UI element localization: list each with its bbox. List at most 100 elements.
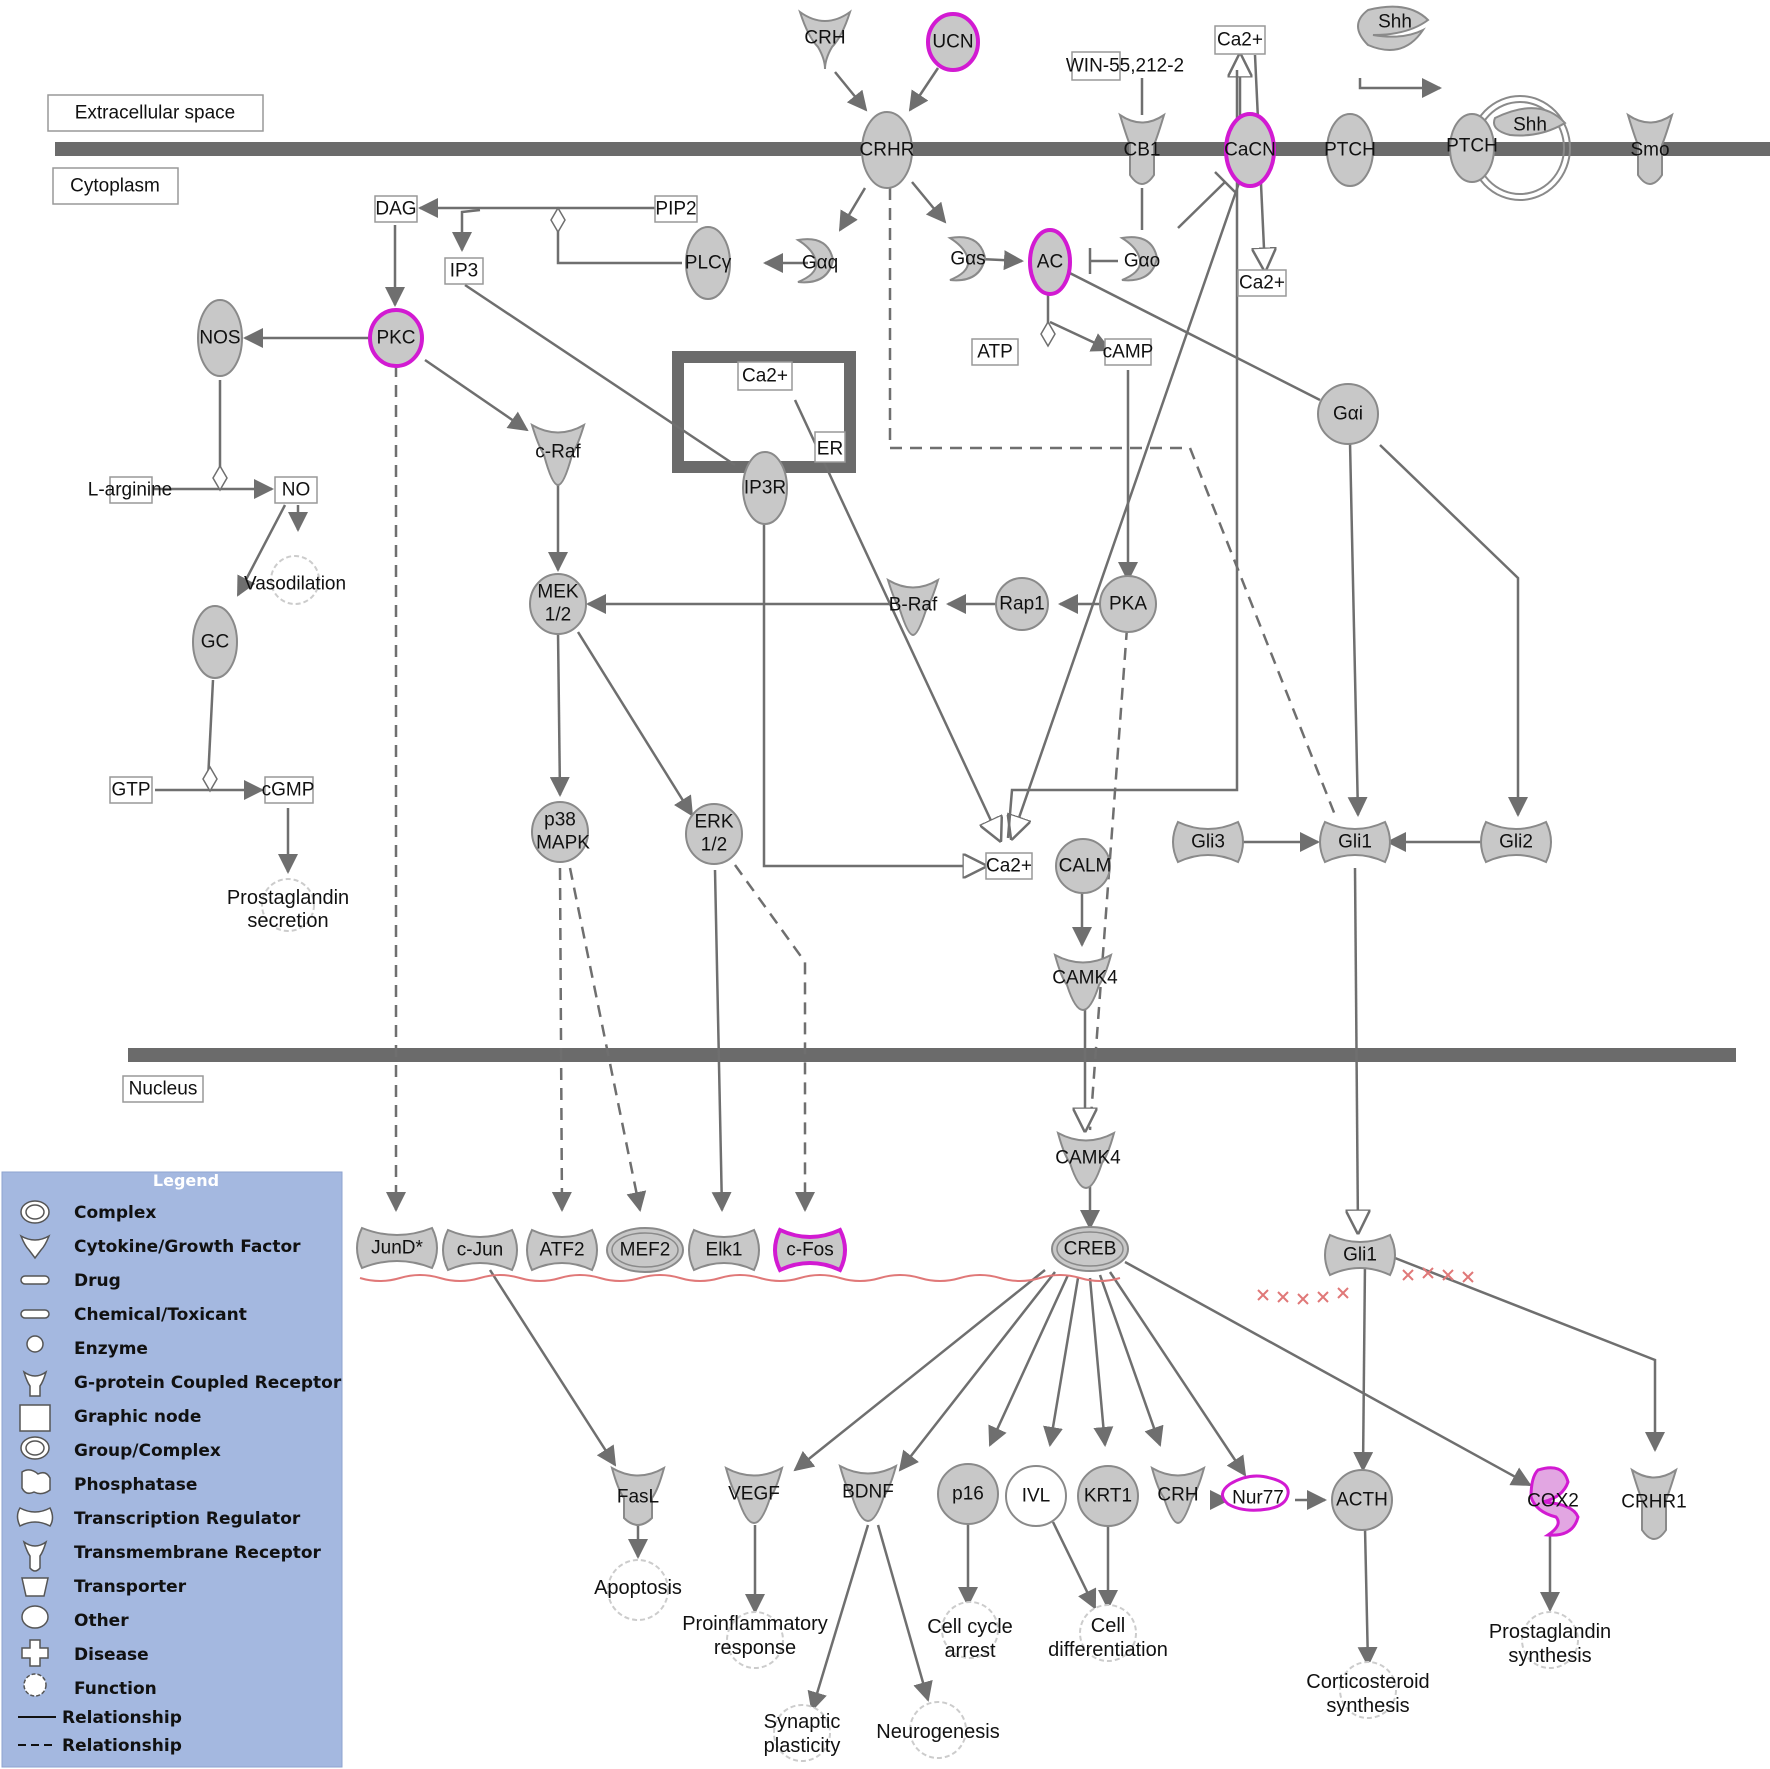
node-elk1[interactable]: Elk1 (688, 1228, 760, 1272)
node-crhr1[interactable]: CRHR1 (1621, 1467, 1687, 1540)
node-gas[interactable]: Gαs (947, 236, 987, 282)
legend-panel (1, 1171, 343, 1768)
camp-label: cAMP (1103, 342, 1154, 363)
node-gtp[interactable]: GTP (109, 776, 153, 804)
node-ac[interactable]: AC (1028, 228, 1072, 296)
node-crhr[interactable]: CRHR (860, 111, 915, 189)
camk4-nuc-label: CAMK4 (1055, 1148, 1121, 1169)
node-dag[interactable]: DAG (374, 195, 418, 223)
rap1-label: Rap1 (999, 594, 1044, 615)
node-gaq[interactable]: Gαq (795, 238, 838, 284)
node-nos[interactable]: NOS (197, 299, 243, 377)
fasl-label: FasL (617, 1487, 659, 1508)
node-nur77[interactable]: Nur77 (1221, 1474, 1290, 1512)
node-cacn[interactable]: CaCN (1224, 112, 1276, 188)
node-cox2[interactable]: COX2 (1527, 1466, 1580, 1537)
node-camk4-cyto[interactable]: CAMK4 (1052, 953, 1118, 1012)
node-larginine[interactable]: L-arginine (88, 476, 173, 504)
node-ip3r[interactable]: IP3R (742, 451, 788, 525)
node-craf[interactable]: c-Raf (530, 422, 586, 487)
node-win[interactable]: WIN-55,212-2 (1066, 51, 1184, 81)
node-pip2[interactable]: PIP2 (654, 195, 698, 223)
node-acth[interactable]: ACTH (1331, 1469, 1393, 1531)
atf2-label: ATF2 (539, 1240, 584, 1261)
node-gao[interactable]: Gαo (1119, 236, 1160, 282)
complex-inner-icon (25, 1204, 45, 1220)
node-gc[interactable]: GC (192, 605, 238, 679)
node-proinflammatory[interactable]: Proinflammatory response (682, 1611, 828, 1669)
node-creb[interactable]: CREB (1051, 1226, 1129, 1272)
node-krt1[interactable]: KRT1 (1077, 1465, 1139, 1527)
node-ca-er[interactable]: Ca2+ (737, 361, 793, 391)
node-rap1[interactable]: Rap1 (995, 577, 1049, 631)
node-camk4-nuc[interactable]: CAMK4 (1055, 1131, 1121, 1190)
pg-sec-line2: secretion (247, 910, 328, 932)
node-vasodilation[interactable]: Vasodilation (244, 555, 346, 605)
node-braf[interactable]: B-Raf (886, 577, 940, 637)
node-vegf[interactable]: VEGF (724, 1466, 784, 1525)
node-cjun[interactable]: c-Jun (442, 1228, 518, 1272)
node-fasl[interactable]: FasL (610, 1465, 666, 1526)
node-er[interactable]: ER (814, 431, 846, 463)
node-gli2[interactable]: Gli2 (1480, 820, 1552, 864)
node-cell-cycle-arrest[interactable]: Cell cycle arrest (927, 1601, 1013, 1662)
node-no[interactable]: NO (274, 476, 318, 504)
ccarrest-line2: arrest (944, 1640, 996, 1662)
node-apoptosis[interactable]: Apoptosis (594, 1559, 682, 1621)
cgmp-label: cGMP (262, 780, 315, 801)
legend-rel-dashed: Relationship (62, 1736, 182, 1756)
complex-icon (20, 1200, 50, 1224)
node-ca-top[interactable]: Ca2+ (1214, 25, 1266, 55)
node-jund[interactable]: JunD* (356, 1226, 438, 1270)
node-bdnf[interactable]: BDNF (838, 1464, 898, 1523)
node-prostaglandin-synthesis[interactable]: Prostaglandin synthesis (1489, 1611, 1611, 1669)
node-calm[interactable]: CALM (1055, 838, 1111, 894)
node-mek[interactable]: MEK 1/2 (529, 573, 587, 635)
node-gli1-nuc[interactable]: Gli1 (1324, 1233, 1396, 1277)
node-mef2[interactable]: MEF2 (606, 1227, 684, 1273)
node-plcy[interactable]: PLCγ (685, 226, 732, 300)
node-synaptic-plasticity[interactable]: Synaptic plasticity (764, 1704, 841, 1762)
node-p16[interactable]: p16 (937, 1463, 999, 1525)
node-erk[interactable]: ERK 1/2 (685, 803, 743, 865)
node-p38[interactable]: p38 MAPK (531, 801, 590, 863)
node-cell-differentiation[interactable]: Cell differentiation (1048, 1604, 1168, 1662)
node-atf2[interactable]: ATF2 (526, 1228, 598, 1272)
node-gai[interactable]: Gαi (1317, 383, 1379, 445)
cacn-label: CaCN (1224, 140, 1276, 161)
node-ptch1[interactable]: PTCH (1324, 113, 1376, 187)
node-ivl[interactable]: IVL (1005, 1465, 1067, 1527)
node-ucn[interactable]: UCN (926, 12, 980, 72)
node-ca-cacn[interactable]: Ca2+ (1237, 269, 1287, 297)
node-crh-top[interactable]: CRH (798, 9, 852, 70)
node-smo[interactable]: Smo (1626, 112, 1674, 185)
node-gli3[interactable]: Gli3 (1172, 820, 1244, 864)
legend-item-8: Phosphatase (74, 1475, 197, 1495)
node-shh-top[interactable]: Shh (1357, 5, 1430, 51)
node-cfos[interactable]: c-Fos (773, 1227, 847, 1273)
node-neurogenesis[interactable]: Neurogenesis (876, 1701, 1000, 1759)
node-ca-calm[interactable]: Ca2+ (985, 852, 1033, 880)
other-icon (21, 1605, 49, 1629)
node-ip3[interactable]: IP3 (444, 257, 484, 285)
node-atp[interactable]: ATP (971, 338, 1019, 366)
gas-label: Gαs (950, 249, 985, 270)
node-camp[interactable]: cAMP (1103, 338, 1154, 366)
atp-label: ATP (977, 342, 1013, 363)
gli3-label: Gli3 (1191, 832, 1225, 853)
node-prostaglandin-secretion[interactable]: Prostaglandin secretion (227, 878, 349, 932)
legend-item-12: Other (74, 1611, 129, 1631)
node-pka[interactable]: PKA (1099, 575, 1157, 633)
legend-item-1: Cytokine/Growth Factor (74, 1237, 301, 1257)
node-pkc[interactable]: PKC (368, 308, 424, 368)
gai-label: Gαi (1333, 404, 1363, 425)
node-cgmp[interactable]: cGMP (262, 776, 315, 804)
node-corticosteroid-synthesis[interactable]: Corticosteroid synthesis (1306, 1661, 1430, 1719)
node-crh-nuc[interactable]: CRH (1150, 1465, 1206, 1525)
crhr1-label: CRHR1 (1621, 1492, 1686, 1513)
legend-item-7: Group/Complex (74, 1441, 221, 1461)
node-ptch-shh-complex[interactable]: PTCH Shh (1446, 95, 1571, 201)
node-cb1[interactable]: CB1 (1118, 112, 1166, 185)
node-gli1-cyto[interactable]: Gli1 (1319, 820, 1391, 864)
apoptosis-label: Apoptosis (594, 1577, 682, 1599)
